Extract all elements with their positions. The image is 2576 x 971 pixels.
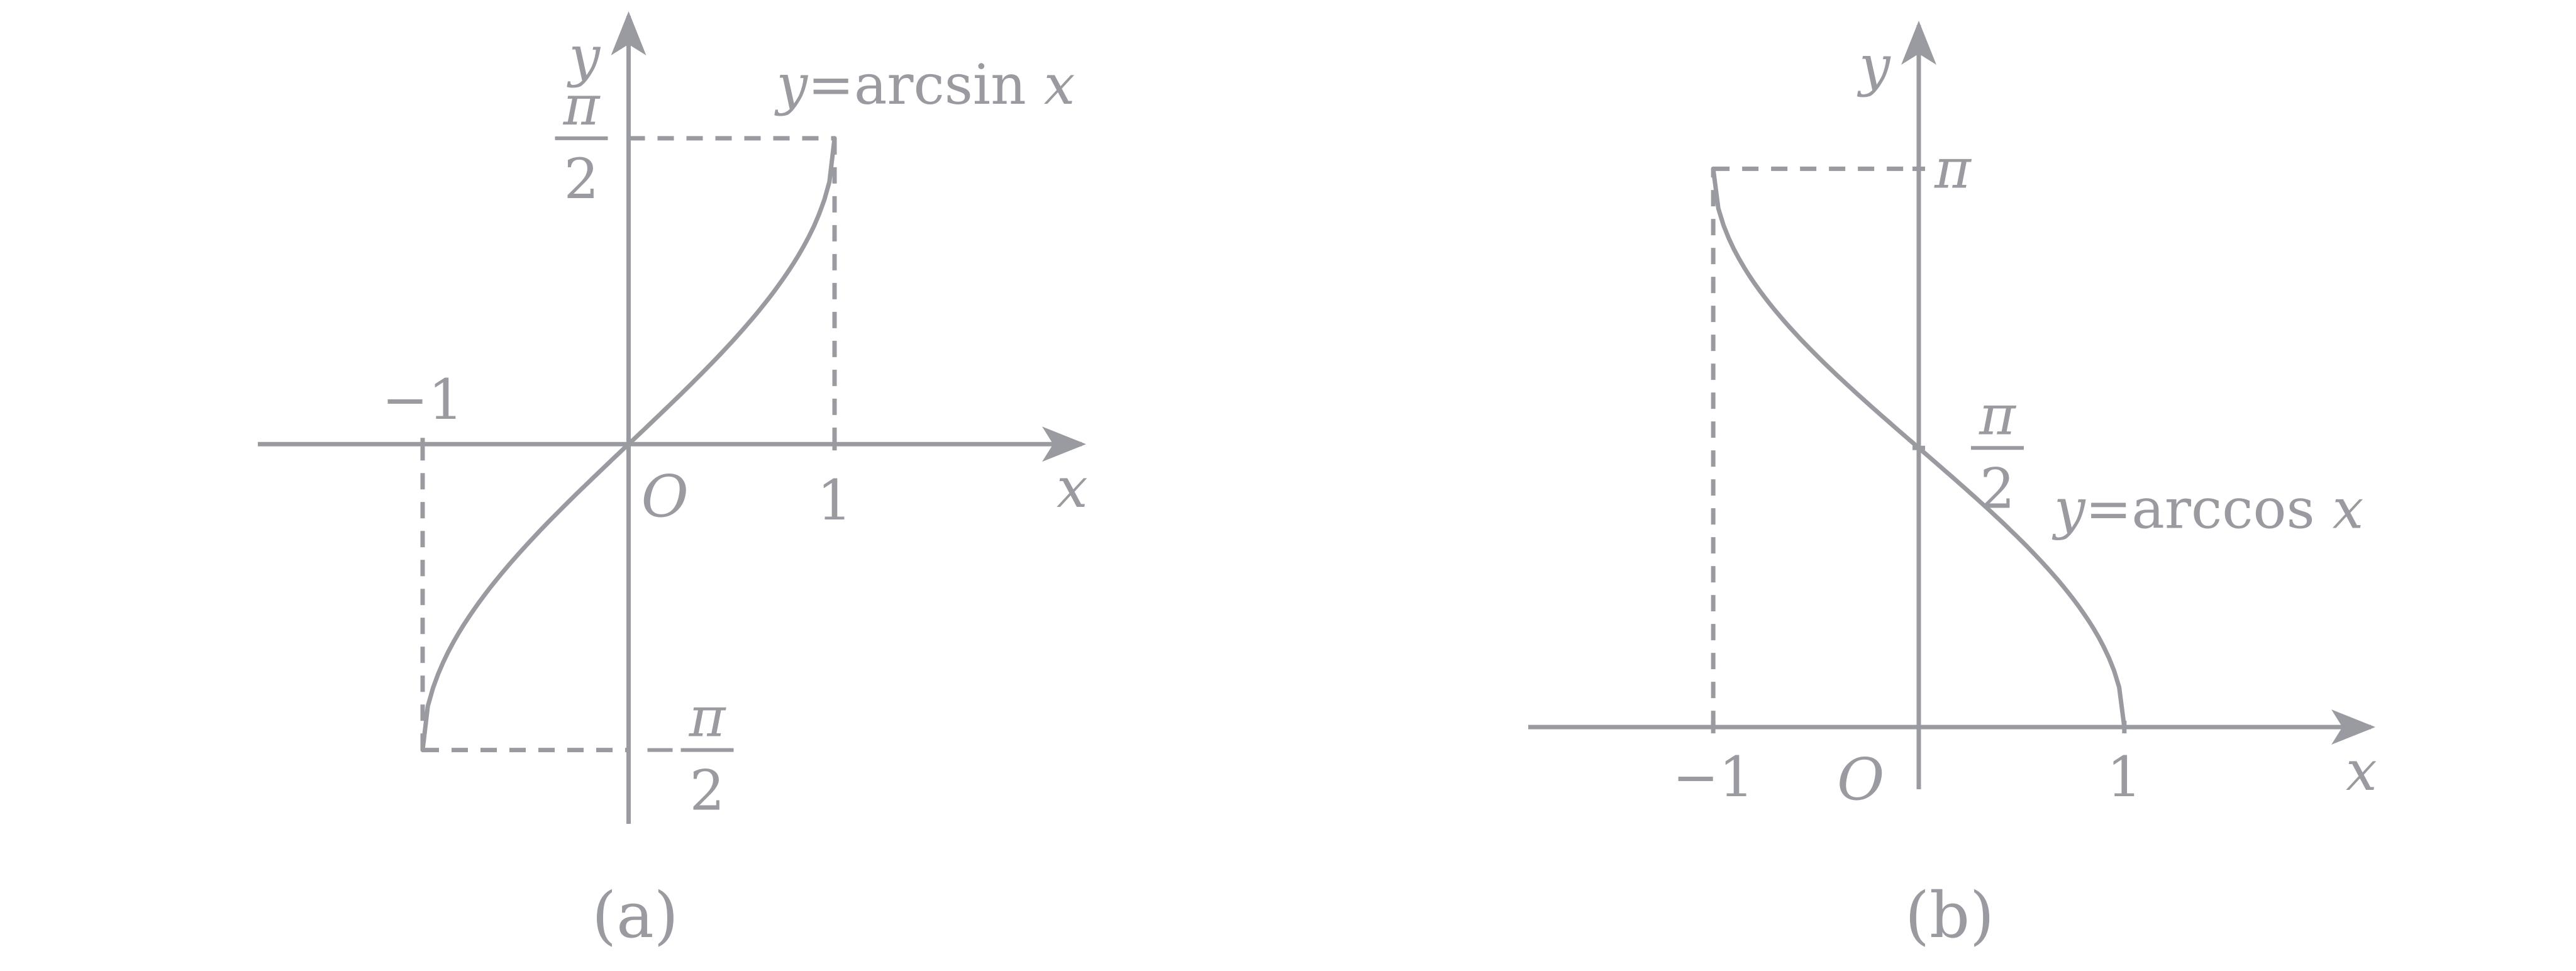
panel-label: (b)	[1905, 879, 1994, 952]
series-label-mid: =arccos	[2085, 476, 2333, 541]
series-label-x: x	[2333, 476, 2364, 541]
y-tick-label-denominator: 2	[564, 147, 599, 211]
y-tick-label-numerator: π	[689, 685, 727, 750]
y-axis-label: y	[1857, 33, 1891, 98]
x-tick-label: 1	[817, 468, 852, 533]
x-tick-label: 1	[2107, 745, 2142, 809]
origin-label: O	[641, 463, 689, 530]
y-tick-label-denominator: 2	[690, 758, 725, 823]
y-axis-label: y	[567, 24, 601, 89]
series-label: y=arccos x	[2051, 476, 2363, 541]
series-label-y: y	[774, 52, 809, 117]
y-tick-label-numerator: π	[1979, 382, 2017, 447]
y-tick-label-denominator: 2	[1980, 456, 2015, 521]
y-tick-label-numerator: π	[563, 73, 601, 138]
y-tick-label: π	[1934, 136, 1972, 201]
panel-label: (a)	[592, 879, 679, 952]
origin-label: O	[1837, 746, 1884, 813]
x-tick-label: −1	[1672, 745, 1754, 809]
x-axis-label: x	[2346, 738, 2377, 803]
x-tick-label: −1	[382, 367, 464, 432]
series-label: y=arcsin x	[774, 52, 1075, 117]
series-label-x: x	[1044, 52, 1075, 117]
series-label-y: y	[2051, 476, 2086, 541]
series-label-mid: =arcsin	[808, 52, 1044, 117]
x-axis-label: x	[1057, 455, 1088, 520]
